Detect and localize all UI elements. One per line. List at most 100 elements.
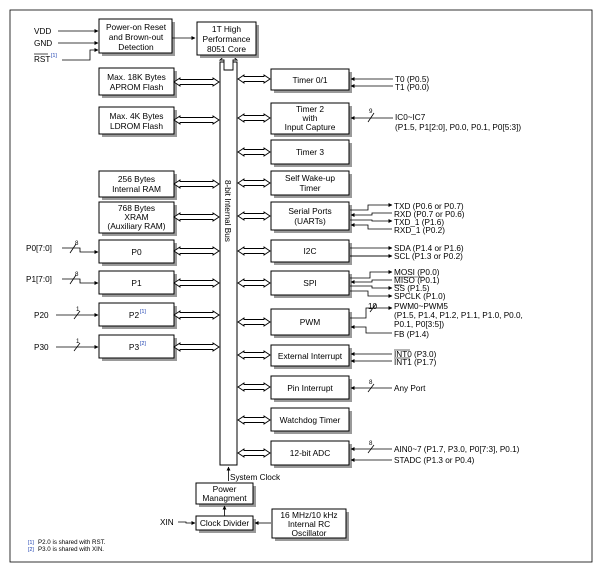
core-line2: Performance	[203, 34, 251, 44]
rc-line3: Oscillator	[292, 528, 327, 538]
extint-sig-1: INT1 (P1.7)	[394, 358, 437, 367]
adc-sig-0: AIN0~7 (P1.7, P3.0, P0[7:3], P0.1)	[394, 445, 520, 454]
p0-label: P0	[131, 247, 142, 257]
timer2-line3: Input Capture	[285, 122, 336, 132]
pinint-label: Pin Interrupt	[287, 383, 333, 393]
core-block: 1T High Performance 8051 Core	[196, 21, 259, 58]
pm-line1: Power	[213, 484, 237, 494]
bus-arrow-spi	[237, 278, 271, 288]
adc-width: 8	[369, 440, 373, 447]
xram-block: 768 Bytes XRAM (Auxiliary RAM)	[98, 201, 177, 236]
p0-block: P0	[98, 239, 177, 266]
rc-line1: 16 MHz/10 kHz	[280, 510, 337, 520]
p30-input-label: P30	[34, 343, 49, 352]
wakeup-timer-block: Self Wake-up Timer	[270, 170, 352, 198]
p2-block: P2 [1]	[98, 302, 177, 329]
rc-line2: Internal RC	[288, 519, 330, 529]
ldrom-block: Max. 4K Bytes LDROM Flash	[98, 106, 177, 137]
uart-line2: (UARTs)	[294, 216, 326, 226]
rst-note: [1]	[51, 53, 57, 59]
timer2-line1: Timer 2	[296, 104, 324, 114]
timer3-block: Timer 3	[270, 139, 352, 167]
bus-arrow-p2	[173, 310, 220, 320]
pinint-block: Pin Interrupt	[270, 375, 352, 402]
adc-label: 12-bit ADC	[290, 448, 331, 458]
uart-sig-2: TXD_1 (P1.6)	[394, 218, 444, 227]
ldrom-line2: LDROM Flash	[110, 121, 163, 131]
bus-arrow-aprom	[173, 77, 220, 87]
bus-arrow-wkt	[237, 178, 271, 188]
bus-arrow-p1	[173, 278, 220, 288]
bus-arrow-pinint	[237, 382, 271, 392]
por-line1: Power-on Reset	[106, 22, 167, 32]
wdt-label: Watchdog Timer	[280, 415, 341, 425]
por-line3: Detection	[118, 42, 154, 52]
p1-width: 8	[75, 271, 79, 278]
iram-line1: 256 Bytes	[118, 174, 155, 184]
clock-divider-block: Clock Divider	[195, 515, 256, 533]
timer2-block: Timer 2 with Input Capture	[270, 102, 352, 137]
bus-arrow-adc	[237, 448, 271, 458]
timer01-label: Timer 0/1	[292, 75, 327, 85]
extint-block: External Interrupt	[270, 344, 352, 369]
p20-input-label: P20	[34, 311, 49, 320]
left-port-wires	[56, 243, 99, 352]
p2-label: P2	[129, 310, 140, 320]
bus-arrow-pwm	[237, 317, 271, 327]
iram-line2: Internal RAM	[112, 184, 161, 194]
xram-line3: (Auxiliary RAM)	[107, 221, 165, 231]
rst-label: RST	[34, 55, 50, 64]
i2c-label: I2C	[303, 246, 316, 256]
diagram-frame	[9, 9, 593, 563]
timer01-sig-1: T1 (P0.0)	[395, 83, 429, 92]
right-signal-wires	[350, 77, 393, 462]
wkt-line2: Timer	[299, 183, 320, 193]
pwm-sig-0: PWM0~PWM5	[394, 302, 448, 311]
pwm-width: 10	[368, 302, 378, 311]
ic-sig-0: IC0~IC7	[395, 113, 426, 122]
adc-sig-1: STADC (P1.3 or P0.4)	[394, 456, 475, 465]
ldrom-line1: Max. 4K Bytes	[110, 111, 164, 121]
xram-line1: 768 Bytes	[118, 203, 155, 213]
bus-arrow-uart	[237, 211, 271, 221]
core-line3: 8051 Core	[207, 44, 246, 54]
timer3-label: Timer 3	[296, 147, 324, 157]
spi-sig-1: MISO (P0.1)	[394, 276, 440, 285]
ic-width: 9	[369, 108, 373, 115]
p0-width: 8	[75, 240, 79, 247]
bus-arrow-extint	[237, 350, 271, 360]
pwm-sig-3: FB (P1.4)	[394, 330, 429, 339]
p1-block: P1	[98, 270, 177, 297]
p3-label: P3	[129, 342, 140, 352]
aprom-line1: Max. 18K Bytes	[107, 72, 166, 82]
footnote-1-mark: [1]	[28, 540, 34, 546]
p1-label: P1	[131, 278, 142, 288]
bus-arrow-i2c	[237, 246, 271, 256]
xin-label: XIN	[160, 518, 174, 527]
xram-line2: XRAM	[124, 212, 148, 222]
adc-block: 12-bit ADC	[270, 440, 352, 468]
p0-input-label: P0[7:0]	[26, 244, 52, 253]
footnote-2-mark: [2]	[28, 547, 34, 553]
footnote-2-text: P3.0 is shared with XIN.	[38, 546, 104, 553]
bus-arrow-iram	[173, 179, 220, 189]
iram-block: 256 Bytes Internal RAM	[98, 170, 177, 200]
clkdiv-label: Clock Divider	[200, 518, 250, 528]
ic-sig-1: (P1.5, P1[2:0], P0.0, P0.1, P0[5:3])	[395, 123, 521, 132]
pwm-sig-2: P0.1, P0[3:5])	[394, 320, 444, 329]
rc-oscillator-block: 16 MHz/10 kHz Internal RC Oscillator	[271, 508, 349, 541]
i2c-block: I2C	[270, 239, 352, 265]
bus-arrow-wdt	[237, 415, 271, 425]
aprom-block: Max. 18K Bytes APROM Flash	[98, 67, 177, 98]
spi-label: SPI	[303, 278, 317, 288]
timer2-line2: with	[302, 113, 318, 123]
extint-label: External Interrupt	[278, 351, 343, 361]
vdd-label: VDD	[34, 27, 51, 36]
bus-label: 8-bit Internal Bus	[223, 180, 232, 242]
footnote-1-text: P2.0 is shared with RST.	[38, 539, 106, 546]
bus-arrow-timer01	[237, 74, 271, 84]
pinint-width: 8	[369, 379, 373, 386]
core-line1: 1T High	[212, 24, 242, 34]
uart-sig-1: RXD (P0.7 or P0.6)	[394, 210, 465, 219]
uart-sig-0: TXD (P0.6 or P0.7)	[394, 202, 464, 211]
